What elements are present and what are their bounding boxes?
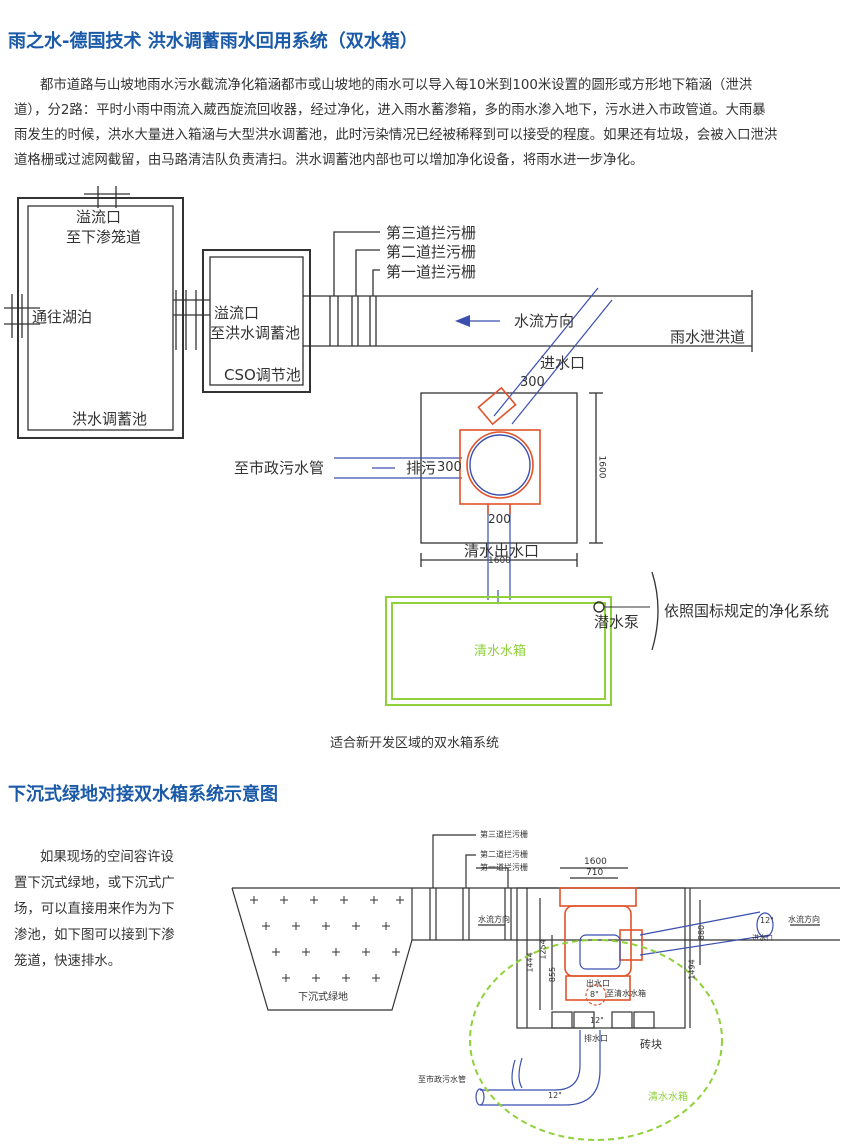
dim-1254: 1254 [538, 939, 548, 960]
section-title-1: 雨之水-德国技术 洪水调蓄雨水回用系统（双水箱） [8, 31, 418, 52]
gallery-label: 至下渗笼道 [66, 228, 142, 246]
outlet-size: 8" [590, 990, 599, 999]
to-clean-tank-label: 至清水水箱 [606, 989, 646, 998]
paragraph-line: 置下沉式绿地，或下沉式广 [14, 876, 175, 891]
overflow-label: 溢流口 [214, 304, 260, 322]
double-tank-diagram [4, 186, 753, 706]
section-title-2: 下沉式绿地对接双水箱系统示意图 [8, 784, 278, 805]
inlet-size: 12" [760, 916, 774, 925]
outlet-size: 200 [488, 512, 511, 526]
paragraph-line: 笼道，快速排水。 [14, 954, 122, 969]
flood-pool-label: 洪水调蓄池 [72, 410, 148, 428]
flow-direction-label: 水流方向 [514, 312, 575, 330]
drain-label: 排水口 [584, 1034, 608, 1043]
inlet-label: 进水口 [540, 354, 586, 372]
to-lake-label: 通往湖泊 [32, 308, 93, 326]
cso-pool-label: CSO调节池 [224, 366, 301, 384]
purify-label: 依照国标规定的净化系统 [664, 602, 830, 620]
mid-size: 12" [590, 1016, 604, 1025]
flood-channel-label: 雨水泄洪道 [670, 328, 746, 346]
dim-710: 710 [586, 868, 604, 878]
clean-tank-label: 清水水箱 [474, 644, 527, 659]
dim-855: 855 [548, 966, 558, 983]
to-flood-pool-label: 至洪水调蓄池 [210, 324, 301, 342]
paragraph-line: 雨发生的时候，洪水大量进入箱涵与大型洪水调蓄池，此时污染情况已经被稀释到可以接受… [14, 128, 778, 143]
clean-outlet-label: 清水出水口 [464, 542, 540, 560]
inlet-size: 300 [520, 375, 545, 390]
dim-1600: 1600 [584, 857, 607, 867]
grate-label: 第二道拦污栅 [386, 243, 477, 261]
dim-1494: 1494 [687, 959, 697, 980]
pump-label: 潜水泵 [594, 613, 640, 631]
inlet-label: 进水口 [752, 934, 773, 942]
clean-tank-label: 清水水箱 [648, 1092, 688, 1103]
flow-left-label: 水流方向 [478, 915, 510, 924]
overflow-label: 溢流口 [76, 208, 122, 226]
grate-label: 第一道拦污栅 [386, 263, 477, 281]
dim-880: 880 [697, 924, 707, 941]
green-paragraph: 如果现场的空间容许设 置下沉式绿地，或下沉式广 场，可以直接用来作为为下 渗池，… [14, 845, 214, 975]
paragraph-line: 道），分2路：平时小雨中雨流入葳西旋流回收器，经过净化，进入雨水蓄渗箱，多的雨水… [14, 103, 766, 118]
pipe-size: 12" [548, 1091, 562, 1100]
flow-right-label: 水流方向 [788, 915, 820, 924]
grate-label: 第三道拦污栅 [480, 830, 528, 839]
grate-label: 第三道拦污栅 [386, 224, 477, 242]
grass-pattern [250, 896, 404, 982]
drain-label: 排污 [406, 459, 437, 477]
paragraph-line: 道格栅或过滤网截留，由马路清洁队负责清扫。洪水调蓄池内部也可以增加净化设备，将雨… [14, 153, 644, 168]
paragraph-line: 渗池，如下图可以接到下渗 [14, 928, 175, 943]
grate-label: 第一道拦污栅 [480, 863, 528, 872]
outlet-label: 出水口 [586, 979, 610, 988]
paragraph-line: 场，可以直接用来作为为下 [14, 902, 175, 917]
brick-label: 砖块 [640, 1038, 662, 1051]
sunken-green-label: 下沉式绿地 [298, 992, 348, 1003]
grate-label: 第二道拦污栅 [480, 850, 528, 859]
diagram-caption: 适合新开发区域的双水箱系统 [330, 736, 500, 751]
paragraph-line: 都市道路与山坡地雨水污水截流净化箱涵都市或山坡地的雨水可以导入每10米到100米… [40, 78, 753, 93]
paragraph-line: 如果现场的空间容许设 [40, 850, 174, 865]
to-sewer-label: 至市政污水管 [418, 1075, 466, 1084]
intro-paragraph: 都市道路与山坡地雨水污水截流净化箱涵都市或山坡地的雨水可以导入每10米到100米… [14, 73, 842, 173]
dim-1444: 1444 [525, 952, 535, 973]
to-sewer-label: 至市政污水管 [234, 459, 325, 477]
drain-size: 300 [437, 460, 462, 475]
dim-width: 1600 [488, 556, 511, 566]
